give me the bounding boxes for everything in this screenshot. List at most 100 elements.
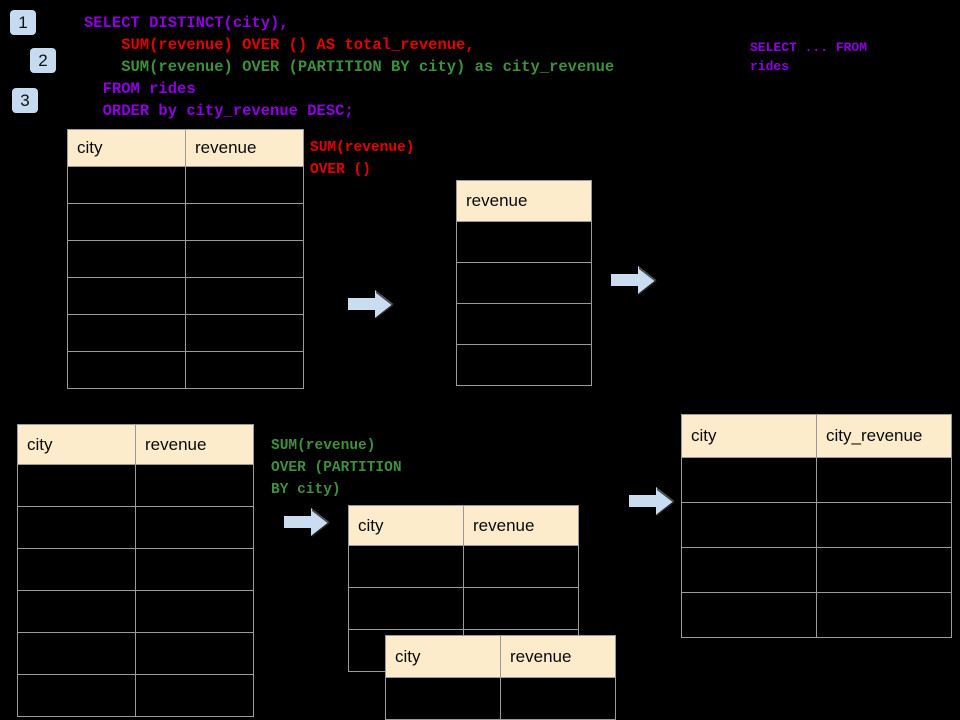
table-cell — [185, 277, 304, 315]
table-header-row: city revenue — [67, 129, 304, 167]
table-cell — [67, 277, 186, 315]
table-row — [67, 166, 304, 204]
table-cell — [185, 351, 304, 389]
table-source-bottom: city revenue — [17, 424, 254, 717]
table-row — [67, 277, 304, 315]
table-row — [681, 457, 952, 503]
table-row — [348, 545, 579, 588]
column-header-city: city — [681, 414, 817, 458]
table-cell — [816, 547, 952, 593]
table-cell — [456, 221, 592, 263]
table-cell — [135, 464, 254, 507]
note-sum-over-empty: SUM(revenue) OVER () — [310, 140, 415, 178]
column-header-revenue: revenue — [500, 635, 616, 678]
sql-line-city-revenue: SUM(revenue) OVER (PARTITION BY city) as… — [84, 58, 615, 76]
table-result: city city_revenue — [681, 414, 952, 638]
table-cell — [135, 590, 254, 633]
column-header-city: city — [17, 424, 136, 465]
table-cell — [17, 632, 136, 675]
table-cell — [500, 677, 616, 720]
table-header-row: revenue — [456, 180, 592, 222]
table-cell — [135, 674, 254, 717]
column-header-revenue: revenue — [185, 129, 304, 167]
column-header-city: city — [385, 635, 501, 678]
table-cell — [185, 203, 304, 241]
table-cell — [681, 547, 817, 593]
table-row — [17, 674, 254, 717]
column-header-revenue: revenue — [463, 505, 579, 546]
table-row — [17, 548, 254, 591]
table-cell — [348, 587, 464, 630]
table-header-row: city revenue — [385, 635, 616, 678]
column-header-city: city — [67, 129, 186, 167]
sql-line-select: SELECT DISTINCT(city), — [84, 14, 289, 32]
table-cell — [348, 545, 464, 588]
side-note-rides: rides — [750, 59, 790, 74]
arrow-bottom-right-icon — [628, 485, 676, 517]
table-row — [681, 502, 952, 548]
table-cell — [185, 240, 304, 278]
step-badge-3: 3 — [12, 88, 38, 113]
table-cell — [67, 240, 186, 278]
sql-line-order-by: ORDER by city_revenue DESC; — [84, 102, 354, 120]
note-sum-over-partition: SUM(revenue) OVER (PARTITION BY city) — [271, 438, 402, 498]
table-row — [681, 547, 952, 593]
table-row — [456, 344, 592, 386]
arrow-top-right-icon — [610, 264, 658, 296]
column-header-city-revenue: city_revenue — [816, 414, 952, 458]
table-header-row: city revenue — [348, 505, 579, 546]
table-row — [456, 303, 592, 345]
table-cell — [456, 344, 592, 386]
sql-line-total-revenue: SUM(revenue) OVER () AS total_revenue, — [84, 36, 475, 54]
table-partition-front: city revenue — [385, 635, 616, 720]
table-total-revenue: revenue — [456, 180, 592, 386]
table-row — [456, 221, 592, 263]
table-cell — [816, 502, 952, 548]
table-cell — [135, 548, 254, 591]
table-row — [67, 203, 304, 241]
table-row — [17, 506, 254, 549]
table-row — [17, 632, 254, 675]
step-badge-2: 2 — [30, 48, 56, 73]
table-row — [67, 351, 304, 389]
arrow-bottom-left-icon — [283, 506, 331, 538]
table-cell — [681, 592, 817, 638]
sql-line-from: FROM rides — [84, 80, 196, 98]
table-cell — [385, 677, 501, 720]
table-cell — [67, 351, 186, 389]
table-cell — [681, 502, 817, 548]
table-cell — [67, 166, 186, 204]
side-note-select-from: SELECT ... FROM — [750, 40, 868, 55]
table-cell — [185, 166, 304, 204]
table-cell — [681, 457, 817, 503]
table-header-row: city revenue — [17, 424, 254, 465]
table-row — [17, 590, 254, 633]
table-row — [348, 587, 579, 630]
column-header-revenue: revenue — [456, 180, 592, 222]
table-row — [385, 677, 616, 720]
table-cell — [185, 314, 304, 352]
table-row — [17, 464, 254, 507]
table-cell — [17, 464, 136, 507]
table-cell — [456, 303, 592, 345]
table-cell — [17, 674, 136, 717]
table-cell — [816, 592, 952, 638]
table-cell — [463, 587, 579, 630]
arrow-top-left-icon — [347, 288, 395, 320]
table-row — [681, 592, 952, 638]
column-header-revenue: revenue — [135, 424, 254, 465]
table-header-row: city city_revenue — [681, 414, 952, 458]
table-row — [456, 262, 592, 304]
table-cell — [17, 590, 136, 633]
table-cell — [67, 314, 186, 352]
table-cell — [135, 632, 254, 675]
table-cell — [816, 457, 952, 503]
table-cell — [463, 545, 579, 588]
step-badge-1: 1 — [10, 10, 36, 35]
table-row — [67, 240, 304, 278]
table-cell — [135, 506, 254, 549]
table-cell — [17, 506, 136, 549]
column-header-city: city — [348, 505, 464, 546]
table-cell — [67, 203, 186, 241]
